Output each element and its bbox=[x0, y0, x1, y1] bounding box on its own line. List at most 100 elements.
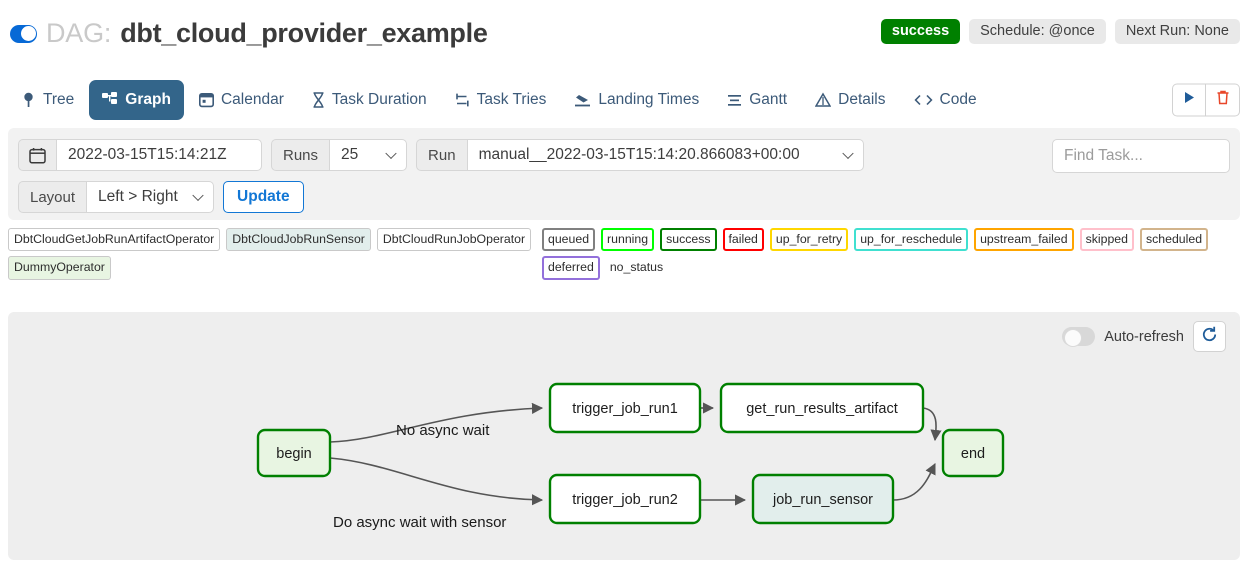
state-chip-upstream-failed[interactable]: upstream_failed bbox=[974, 228, 1074, 252]
play-icon bbox=[1183, 91, 1196, 110]
node-end[interactable]: end bbox=[941, 428, 1005, 478]
update-button[interactable]: Update bbox=[223, 181, 304, 213]
state-chip-skipped[interactable]: skipped bbox=[1079, 228, 1134, 252]
node-label: trigger_job_run1 bbox=[572, 401, 678, 417]
tab-label: Gantt bbox=[749, 91, 788, 108]
tab-landing-times[interactable]: Landing Times bbox=[561, 80, 712, 120]
schedule-badge[interactable]: Schedule: @once bbox=[969, 19, 1106, 44]
run-group: Run manual__2022-03-15T15:14:20.866083+0… bbox=[416, 139, 864, 171]
node-job-run-sensor[interactable]: job_run_sensor bbox=[751, 473, 895, 525]
dag-title-row: DAG: dbt_cloud_provider_example bbox=[10, 18, 1234, 49]
dag-label: DAG: bbox=[46, 18, 112, 48]
refresh-button[interactable] bbox=[1193, 321, 1226, 352]
calendar-icon[interactable] bbox=[18, 139, 56, 171]
node-begin[interactable]: begin bbox=[256, 428, 332, 478]
header-badges: success Schedule: @once Next Run: None bbox=[880, 19, 1240, 44]
edge-artifact-end bbox=[922, 407, 942, 442]
tab-tree[interactable]: Tree bbox=[8, 80, 87, 120]
find-task-input[interactable]: Find Task... bbox=[1052, 139, 1230, 173]
num-runs-select[interactable]: 25 bbox=[329, 139, 408, 171]
code-icon bbox=[913, 92, 933, 108]
operator-chip[interactable]: DbtCloudRunJobOperator bbox=[376, 228, 532, 252]
layout-select[interactable]: Left > Right bbox=[86, 181, 215, 213]
node-label: get_run_results_artifact bbox=[746, 401, 898, 417]
state-chip-up-for-reschedule[interactable]: up_for_reschedule bbox=[854, 228, 969, 252]
base-date-group: 2022-03-15T15:14:21Z bbox=[18, 139, 262, 171]
graph-edges bbox=[329, 402, 942, 506]
state-legend: queued running success failed up_for_ret… bbox=[542, 228, 1240, 280]
edge-label: Do async wait with sensor bbox=[333, 514, 506, 531]
node-trigger-job-run1[interactable]: trigger_job_run1 bbox=[548, 382, 702, 434]
refresh-icon bbox=[1201, 326, 1218, 348]
state-chip-scheduled[interactable]: scheduled bbox=[1139, 228, 1209, 252]
state-chip-up-for-retry[interactable]: up_for_retry bbox=[769, 228, 849, 252]
dag-pause-toggle[interactable] bbox=[10, 24, 37, 43]
status-badge: success bbox=[880, 19, 961, 44]
state-chip-failed[interactable]: failed bbox=[722, 228, 764, 252]
operator-chip[interactable]: DummyOperator bbox=[8, 256, 111, 280]
node-label: end bbox=[961, 446, 985, 462]
edge-begin-trigger2 bbox=[329, 457, 544, 506]
trigger-dag-button[interactable] bbox=[1172, 83, 1206, 117]
hourglass-icon bbox=[312, 92, 325, 108]
tab-label: Task Tries bbox=[476, 91, 547, 108]
tab-label: Landing Times bbox=[598, 91, 700, 108]
graph-canvas-panel: Auto-refresh No async wait Do async wait… bbox=[8, 312, 1240, 560]
operator-legend: DbtCloudGetJobRunArtifactOperator DbtClo… bbox=[8, 228, 542, 280]
node-trigger-job-run2[interactable]: trigger_job_run2 bbox=[548, 473, 702, 525]
graph-icon bbox=[102, 92, 118, 108]
tab-label: Graph bbox=[125, 91, 171, 108]
filter-toolbar: 2022-03-15T15:14:21Z Runs 25 Run manual_… bbox=[8, 128, 1240, 220]
tab-gantt[interactable]: Gantt bbox=[714, 80, 800, 120]
next-run-badge[interactable]: Next Run: None bbox=[1114, 19, 1240, 44]
edge-begin-trigger1 bbox=[329, 402, 544, 443]
retry-icon bbox=[455, 92, 470, 108]
page-header: DAG: dbt_cloud_provider_example success … bbox=[0, 0, 1248, 72]
dag-graph[interactable]: No async wait Do async wait with sensor … bbox=[8, 312, 1240, 560]
state-chip-running[interactable]: running bbox=[601, 228, 655, 252]
dag-run-select[interactable]: manual__2022-03-15T15:14:20.866083+00:00 bbox=[466, 139, 864, 171]
state-chip-no-status[interactable]: no_status bbox=[609, 260, 664, 275]
filter-row-2: Layout Left > Right Update bbox=[18, 181, 1230, 213]
tab-calendar[interactable]: Calendar bbox=[186, 80, 297, 120]
node-label: begin bbox=[276, 446, 311, 462]
base-date-input[interactable]: 2022-03-15T15:14:21Z bbox=[56, 139, 262, 171]
page-title: dbt_cloud_provider_example bbox=[120, 18, 488, 48]
tab-task-duration[interactable]: Task Duration bbox=[299, 80, 440, 120]
auto-refresh-label: Auto-refresh bbox=[1104, 328, 1184, 345]
node-get-run-results-artifact[interactable]: get_run_results_artifact bbox=[719, 382, 925, 434]
view-tabbar: Tree Graph Calendar Task Duration Task T… bbox=[0, 72, 1248, 128]
runs-label: Runs bbox=[271, 139, 330, 171]
tab-graph[interactable]: Graph bbox=[89, 80, 184, 120]
layout-label: Layout bbox=[18, 181, 87, 213]
tab-task-tries[interactable]: Task Tries bbox=[442, 80, 560, 120]
graph-nodes: begin trigger_job_run1 get_run_results_a… bbox=[256, 382, 1005, 525]
layout-group: Layout Left > Right bbox=[18, 181, 215, 213]
run-label: Run bbox=[416, 139, 467, 171]
calendar-icon bbox=[198, 92, 214, 108]
edge-label: No async wait bbox=[396, 422, 490, 439]
edge-sensor-end bbox=[892, 462, 936, 501]
graph-edge-labels: No async wait Do async wait with sensor bbox=[333, 422, 506, 531]
state-chip-queued[interactable]: queued bbox=[542, 228, 596, 252]
operator-chip[interactable]: DbtCloudGetJobRunArtifactOperator bbox=[8, 228, 221, 252]
trash-icon bbox=[1216, 90, 1230, 111]
gantt-icon bbox=[727, 92, 742, 108]
landing-icon bbox=[574, 92, 591, 108]
state-chip-success[interactable]: success bbox=[660, 228, 717, 252]
tab-label: Calendar bbox=[220, 91, 284, 108]
tab-label: Code bbox=[939, 91, 977, 108]
tab-label: Task Duration bbox=[331, 91, 427, 108]
tab-code[interactable]: Code bbox=[901, 80, 990, 120]
operator-chip[interactable]: DbtCloudJobRunSensor bbox=[226, 228, 371, 252]
node-label: job_run_sensor bbox=[772, 492, 873, 508]
auto-refresh-toggle[interactable] bbox=[1062, 327, 1096, 347]
tab-label: Tree bbox=[43, 91, 75, 108]
tab-details[interactable]: Details bbox=[802, 80, 898, 120]
filter-row-1: 2022-03-15T15:14:21Z Runs 25 Run manual_… bbox=[18, 139, 1230, 171]
node-label: trigger_job_run2 bbox=[572, 492, 678, 508]
delete-dag-button[interactable] bbox=[1206, 83, 1240, 117]
auto-refresh-controls: Auto-refresh bbox=[1062, 321, 1226, 352]
legend-area: DbtCloudGetJobRunArtifactOperator DbtClo… bbox=[0, 220, 1248, 286]
state-chip-deferred[interactable]: deferred bbox=[542, 256, 600, 280]
